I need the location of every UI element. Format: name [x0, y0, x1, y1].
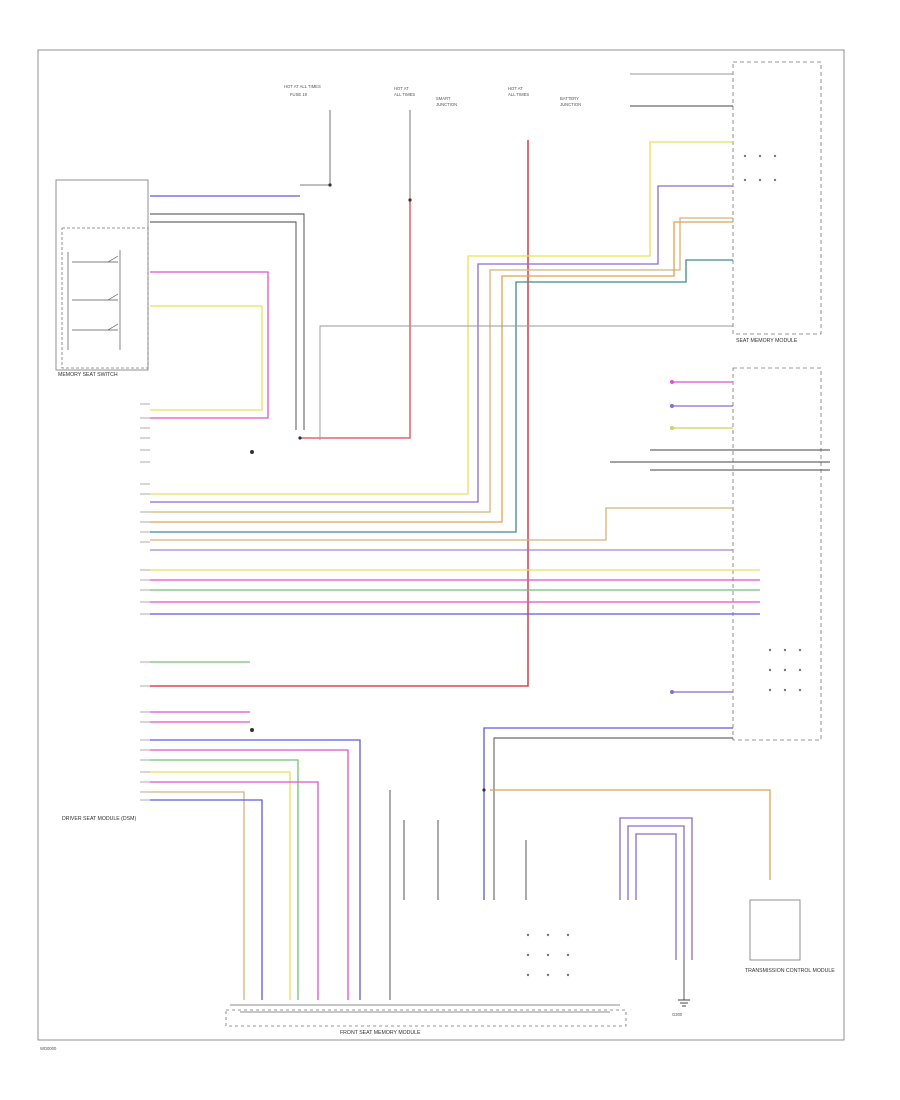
memory-seat-switch-label: MEMORY SEAT SWITCH — [58, 372, 118, 378]
wire-violet-loop3 — [635, 833, 677, 960]
svg-text:BATTERY: BATTERY — [560, 96, 579, 101]
bottom-right-module-label: TRANSMISSION CONTROL MODULE — [745, 968, 835, 974]
right-top-module-label: SEAT MEMORY MODULE — [736, 338, 798, 344]
wire-black-lower — [493, 737, 733, 900]
fuse-labels: HOT AT ALL TIMES FUSE 19 HOT AT ALL TIME… — [284, 84, 581, 107]
svg-text:ALL TIMES: ALL TIMES — [394, 92, 415, 97]
svg-text:FUSE 19: FUSE 19 — [290, 92, 308, 97]
wire-yellow-long — [150, 141, 733, 495]
wire-red-battery — [150, 140, 529, 687]
diagram-frame — [37, 49, 845, 1041]
wire-teal-long — [150, 259, 733, 533]
wire-green-low — [150, 759, 299, 1000]
wire-violet-long — [150, 185, 733, 503]
svg-text:HOT AT: HOT AT — [508, 86, 523, 91]
bottom-center-label: FRONT SEAT MEMORY MODULE — [340, 1030, 421, 1036]
svg-text:HOT AT: HOT AT — [394, 86, 409, 91]
footer-code: WD0000 — [40, 1046, 57, 1051]
wire-tan-mirror — [150, 507, 733, 541]
ground-label: G300 — [672, 1012, 683, 1017]
splice-points — [250, 183, 674, 792]
wire-blue-low — [150, 739, 361, 1000]
wire-pink-switch — [150, 271, 269, 419]
wire-blue-lower — [483, 727, 733, 900]
seat-memory-module-label: DRIVER SEAT MODULE (DSM) — [62, 816, 136, 822]
wire-tan-low — [150, 791, 245, 1000]
right-connector-pins — [526, 154, 802, 977]
wire-violet-loop2 — [627, 825, 685, 960]
memory-seat-switch: MEMORY SEAT SWITCH — [55, 179, 149, 378]
wire-pink-low3 — [150, 749, 349, 1000]
wire-tan-long — [150, 217, 733, 513]
ground-symbol — [678, 999, 690, 1007]
wire-orange-lower — [490, 789, 771, 880]
svg-text:JUNCTION: JUNCTION — [436, 102, 457, 107]
wires — [150, 73, 830, 1013]
bottom-right-module: TRANSMISSION CONTROL MODULE — [745, 899, 835, 974]
right-top-module: SEAT MEMORY MODULE — [732, 61, 822, 344]
wire-orange-long — [150, 221, 733, 523]
wire-gray-mid — [319, 325, 733, 440]
bottom-center-connector: FRONT SEAT MEMORY MODULE — [225, 1009, 627, 1036]
seat-memory-module: DRIVER SEAT MODULE (DSM) — [62, 816, 136, 822]
switch-contacts — [67, 250, 121, 350]
wire-yellow-low — [150, 771, 291, 1000]
wire-black-2 — [150, 221, 297, 430]
svg-text:SMART: SMART — [436, 96, 451, 101]
svg-text:HOT AT ALL TIMES: HOT AT ALL TIMES — [284, 84, 321, 89]
wire-black-1 — [150, 213, 305, 430]
wire-blue-low2 — [150, 799, 263, 1000]
outside-mirror-module — [732, 367, 822, 741]
svg-text:ALL TIMES: ALL TIMES — [508, 92, 529, 97]
connector-ticks — [140, 403, 150, 801]
wire-pink-low4 — [150, 781, 319, 1000]
wire-violet-loop — [619, 817, 693, 960]
wire-yellow-switch — [150, 305, 263, 411]
wire-red-main — [300, 200, 411, 439]
svg-text:JUNCTION: JUNCTION — [560, 102, 581, 107]
wire-fuse-1 — [300, 110, 331, 186]
